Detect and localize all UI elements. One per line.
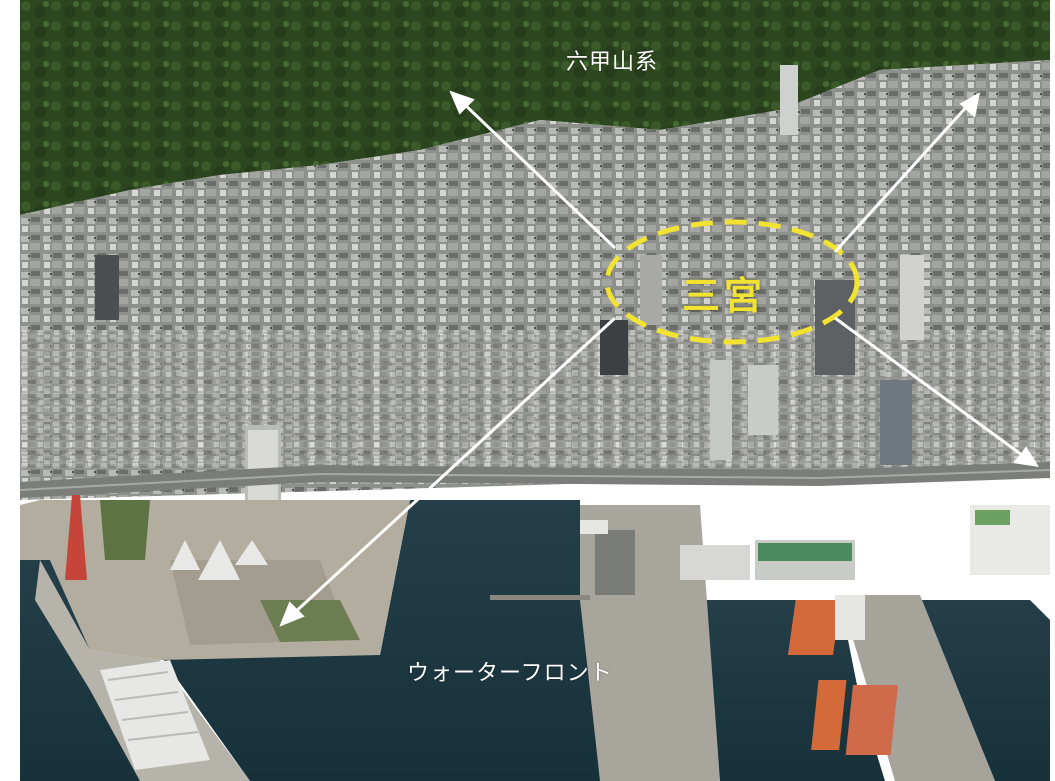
- label-sannomiya: 三宮: [682, 274, 767, 318]
- tower: [900, 255, 924, 340]
- tower: [640, 255, 662, 325]
- tower: [780, 65, 798, 135]
- warehouse-roof: [845, 685, 899, 755]
- sannomiya-highlight-ellipse: [604, 219, 860, 345]
- tower: [710, 360, 732, 460]
- east-pier: [840, 595, 995, 781]
- waterfront-building: [680, 545, 750, 580]
- port-tower: [65, 495, 87, 580]
- aerial-scene: [20, 0, 1050, 781]
- warehouse-roof: [811, 680, 847, 750]
- tent-structures: [170, 540, 268, 580]
- aerial-photo: 六甲山系 三宮 ウォーターフロント: [20, 0, 1050, 781]
- city-near: [20, 330, 1050, 470]
- label-waterfront: ウォーターフロント: [407, 661, 613, 686]
- harbor-water: [920, 600, 1050, 781]
- highway: [20, 462, 1050, 498]
- warehouse-roof: [787, 600, 841, 655]
- direction-arrows: [279, 90, 1039, 627]
- tower: [95, 255, 119, 320]
- tower: [748, 365, 778, 435]
- tower: [880, 380, 912, 465]
- label-rokko-mountains: 六甲山系: [566, 50, 659, 75]
- harbor-water: [160, 500, 600, 781]
- mountain-forest: [20, 0, 1050, 215]
